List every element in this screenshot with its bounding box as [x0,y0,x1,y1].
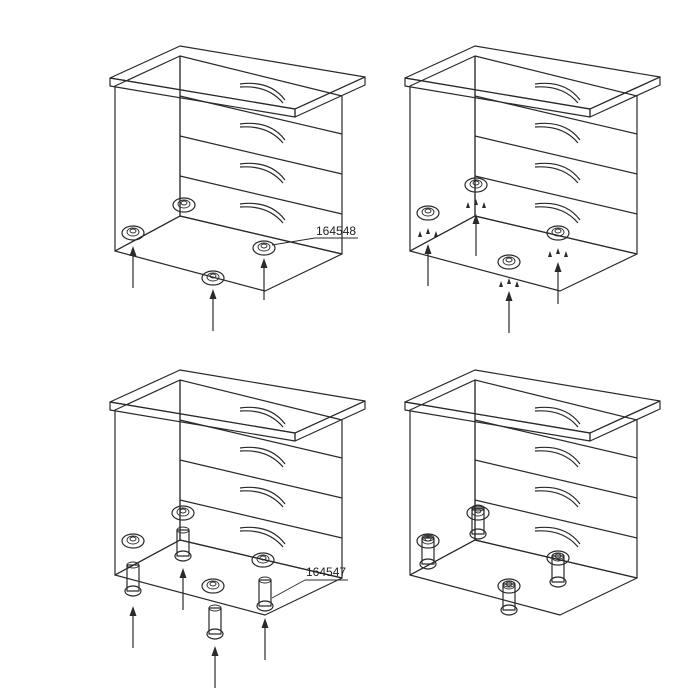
arrow-up-icon [259,257,269,301]
leveling-foot [206,604,224,640]
leveling-foot [419,534,437,570]
panel-step-4 [404,369,661,616]
castor-plate-back [171,505,195,521]
panel-step-1: 164548 [109,45,366,332]
castor-plate-left [121,225,145,241]
arrow-up-icon [128,245,138,289]
castor-plate-left [121,533,145,549]
arrow-up-icon [504,290,514,334]
arrow-up-icon [471,213,481,257]
castor-plate-back [172,197,196,213]
arrow-up-icon [260,617,270,661]
castor-plate-front [497,254,521,270]
part-number-label: 164548 [316,224,356,238]
leveling-foot [124,561,142,597]
part-number-label: 164547 [306,565,346,579]
leveling-foot [469,504,487,540]
castor-plate-left [416,205,440,221]
leveling-foot [174,526,192,562]
panel-step-3: 164547 [109,369,366,689]
arrow-up-icon [210,645,220,689]
screw-icon [466,199,486,208]
arrow-up-icon [208,288,218,332]
arrow-up-icon [178,567,188,611]
castor-plate-right [251,552,275,568]
castor-plate-right [546,225,570,241]
castor-plate-back [464,177,488,193]
screw-icon [548,248,568,257]
screw-icon [418,228,438,237]
leveling-foot [256,576,274,612]
castor-plate-front [201,270,225,286]
panel-step-2 [404,45,661,334]
arrow-up-icon [128,605,138,649]
castor-plate-right [252,240,276,256]
arrow-up-icon [553,261,563,305]
arrow-up-icon [423,243,433,287]
castor-plate-front [201,578,225,594]
